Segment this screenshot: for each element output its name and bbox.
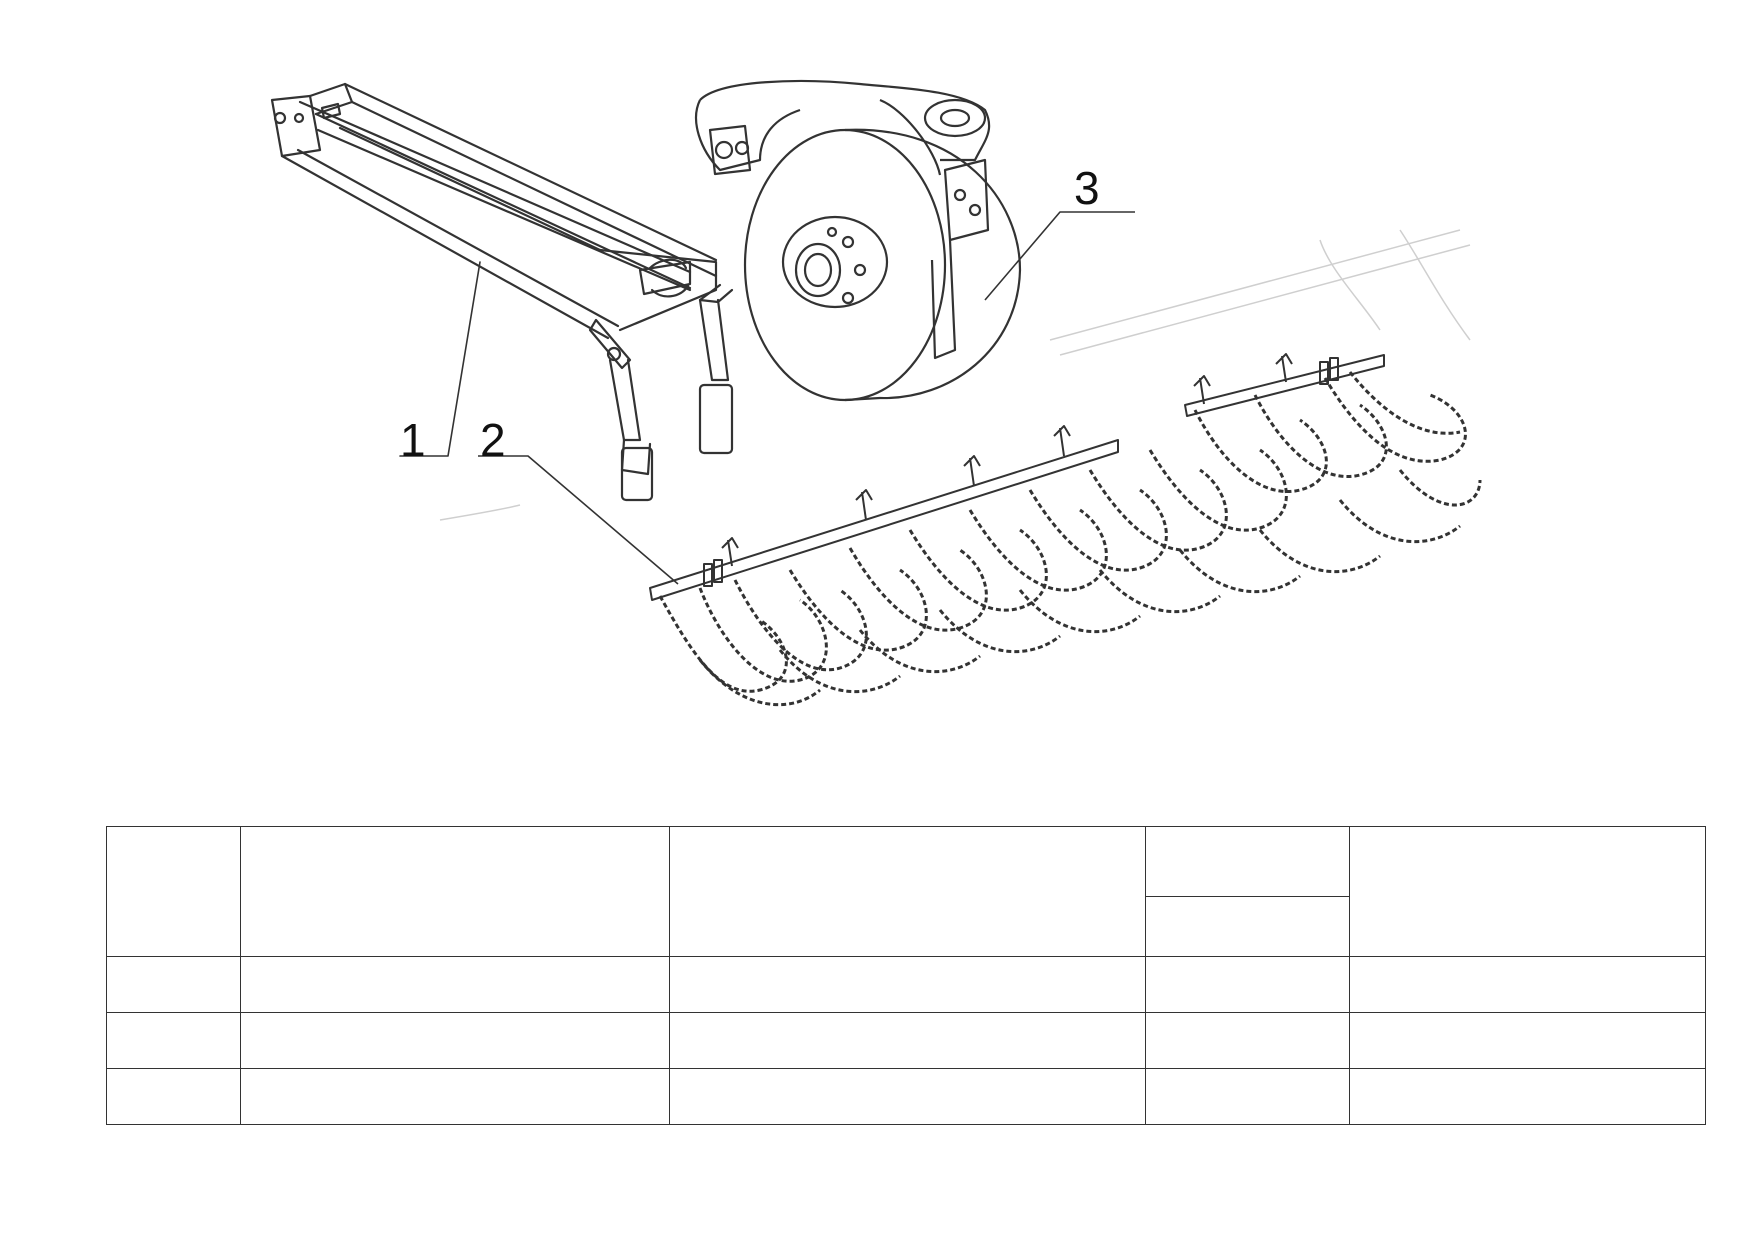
- callout-2: 2: [480, 414, 506, 466]
- row-cell-quantity: [1145, 956, 1350, 1013]
- table-row: [106, 1012, 1706, 1069]
- header-cell-designation: [669, 826, 1146, 957]
- row-cell-designation: [669, 956, 1146, 1013]
- parts-table: [106, 826, 1706, 1125]
- frame-arm-part: [270, 82, 734, 502]
- header-cell-no: [106, 826, 241, 957]
- row-cell-no: [106, 1012, 241, 1069]
- header-cell-quantity-bottom: [1145, 896, 1350, 957]
- row-cell-name: [240, 956, 670, 1013]
- callout-3: 3: [1074, 162, 1100, 214]
- chain-harrow-part: [478, 353, 1482, 707]
- row-cell-no: [106, 956, 241, 1013]
- faint-background-sketch: [439, 229, 1471, 521]
- assembly-drawing: 1 2 3: [270, 79, 1482, 707]
- callout-1: 1: [400, 414, 426, 466]
- row-cell-name: [240, 1012, 670, 1069]
- row-cell-note: [1349, 1012, 1706, 1069]
- row-cell-designation: [669, 1068, 1146, 1125]
- table-row: [106, 1068, 1706, 1125]
- row-cell-quantity: [1145, 1068, 1350, 1125]
- header-cell-name: [240, 826, 670, 957]
- row-cell-no: [106, 1068, 241, 1125]
- row-cell-note: [1349, 1068, 1706, 1125]
- row-cell-quantity: [1145, 1012, 1350, 1069]
- header-cell-quantity-top: [1145, 826, 1350, 897]
- header-cell-note: [1349, 826, 1706, 957]
- row-cell-designation: [669, 1012, 1146, 1069]
- disc-opener-part: [695, 79, 1135, 402]
- table-row: [106, 956, 1706, 1013]
- row-cell-note: [1349, 956, 1706, 1013]
- row-cell-name: [240, 1068, 670, 1125]
